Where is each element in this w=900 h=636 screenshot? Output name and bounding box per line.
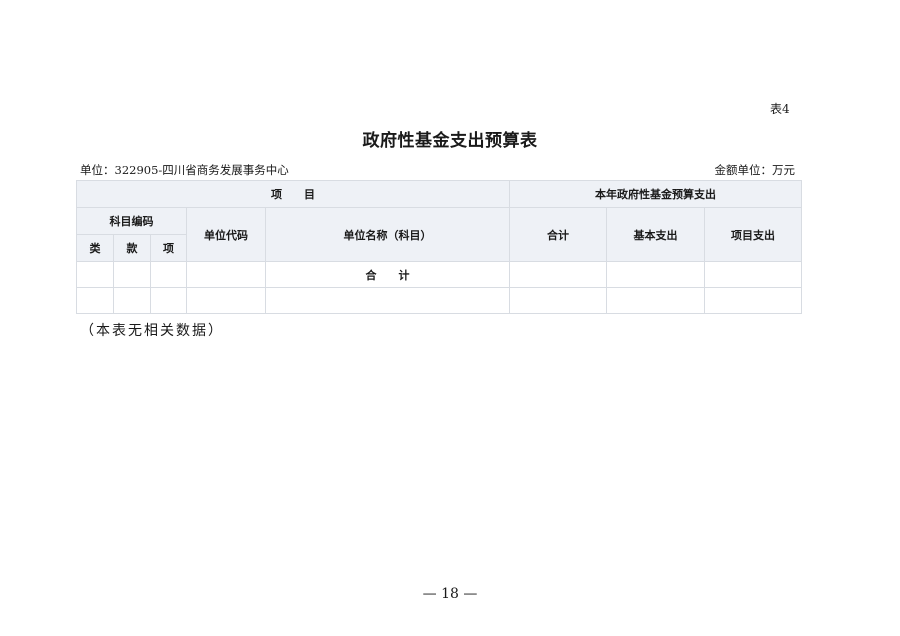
government-fund-expenditure-table: 项目 本年政府性基金预算支出 科目编码 单位代码 单位名称（科目） 合计 基本支…: [75, 180, 803, 314]
unit-label: 单位：322905-四川省商务发展事务中心: [80, 163, 289, 177]
cell-section: [113, 261, 151, 288]
header-total: 合计: [509, 207, 608, 262]
document-title: 政府性基金支出预算表: [362, 131, 538, 151]
no-data-note: （本表无相关数据）: [80, 323, 224, 339]
header-item-group: 项目: [75, 180, 511, 208]
cell-category: [76, 287, 114, 314]
cell-section: [113, 287, 151, 314]
header-unit-name: 单位名称（科目）: [264, 207, 511, 262]
table-number: 表4: [770, 102, 790, 116]
cell-category: [76, 261, 114, 288]
cell-project-expense: [704, 261, 803, 288]
cell-unit-code: [186, 261, 266, 288]
cell-basic-expense: [606, 261, 706, 288]
cell-unit-name: [264, 287, 511, 314]
amount-unit-label: 金额单位：万元: [714, 163, 796, 177]
cell-unit-code: [186, 287, 266, 314]
page-number: — 18 —: [422, 586, 478, 602]
cell-item: [150, 287, 187, 314]
cell-unit-name: 合计: [264, 261, 511, 288]
cell-project-expense: [704, 287, 803, 314]
header-item: 项: [150, 234, 187, 262]
cell-item: [150, 261, 187, 288]
header-category: 类: [76, 234, 114, 262]
cell-basic-expense: [606, 287, 706, 314]
header-basic-expense: 基本支出: [606, 207, 706, 262]
cell-total: [509, 261, 608, 288]
meta-row: 单位：322905-四川省商务发展事务中心 金额单位：万元: [80, 162, 795, 178]
header-section: 款: [113, 234, 151, 262]
header-budget-group: 本年政府性基金预算支出: [509, 180, 803, 208]
header-subject-code: 科目编码: [76, 207, 187, 235]
cell-total: [509, 287, 608, 314]
table-row: [76, 287, 803, 314]
table-row-total: 合计: [76, 261, 803, 288]
header-project-expense: 项目支出: [704, 207, 803, 262]
header-unit-code: 单位代码: [186, 207, 266, 262]
